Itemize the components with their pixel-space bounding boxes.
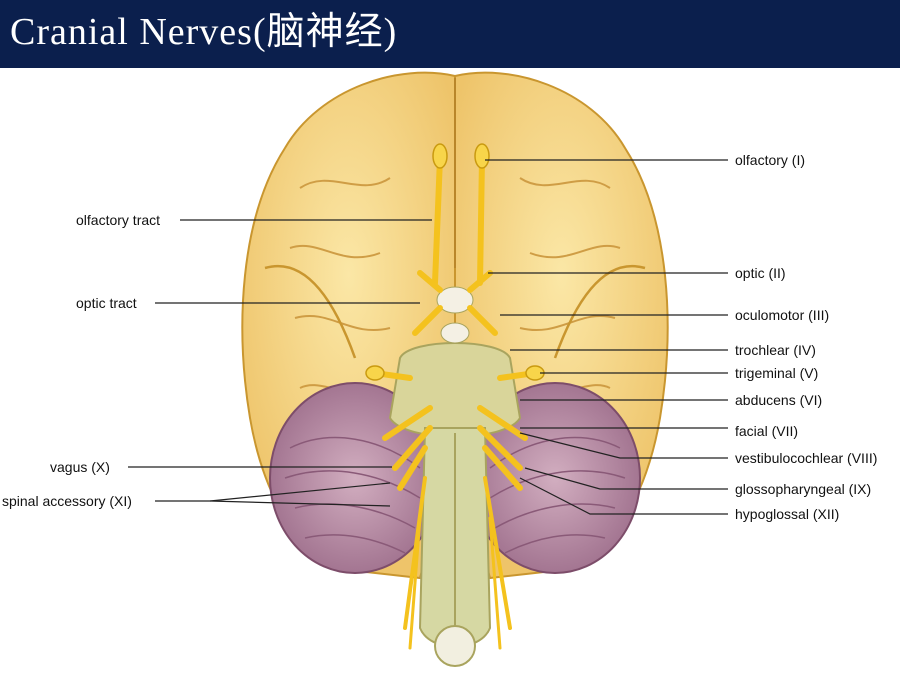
cranial-nerves: [372, 155, 538, 650]
label-vagus: vagus (X): [50, 459, 110, 475]
brain-illustration: [128, 71, 728, 667]
slide-title: Cranial Nerves(脑神经): [10, 11, 398, 53]
label-vestibulocochlear: vestibulocochlear (VIII): [735, 450, 878, 466]
title-bar: Cranial Nerves(脑神经): [0, 0, 900, 68]
label-trigeminal: trigeminal (V): [735, 365, 819, 381]
leader-lines: [128, 159, 728, 515]
olfactory-bulb-left: [432, 143, 448, 169]
label-facial: facial (VII): [735, 423, 799, 439]
label-olfactory-tract: olfactory tract: [76, 212, 161, 228]
label-olfactory: olfactory (I): [735, 152, 806, 168]
trigeminal-stump-left: [365, 365, 385, 381]
label-optic: optic (II): [735, 265, 786, 281]
label-hypoglossal: hypoglossal (XII): [735, 506, 840, 522]
label-oculomotor: oculomotor (III): [735, 307, 830, 323]
label-trochlear: trochlear (IV): [735, 342, 816, 358]
label-abducens: abducens (VI): [735, 392, 823, 408]
label-optic-tract: optic tract: [76, 295, 137, 311]
label-spinal-accessory: spinal accessory (XI): [2, 493, 132, 509]
olfactory-bulb-right: [474, 143, 490, 169]
brain-diagram: olfactory (I) optic (II) oculomotor (III…: [0, 68, 900, 675]
label-glossopharyngeal: glossopharyngeal (IX): [735, 481, 872, 497]
